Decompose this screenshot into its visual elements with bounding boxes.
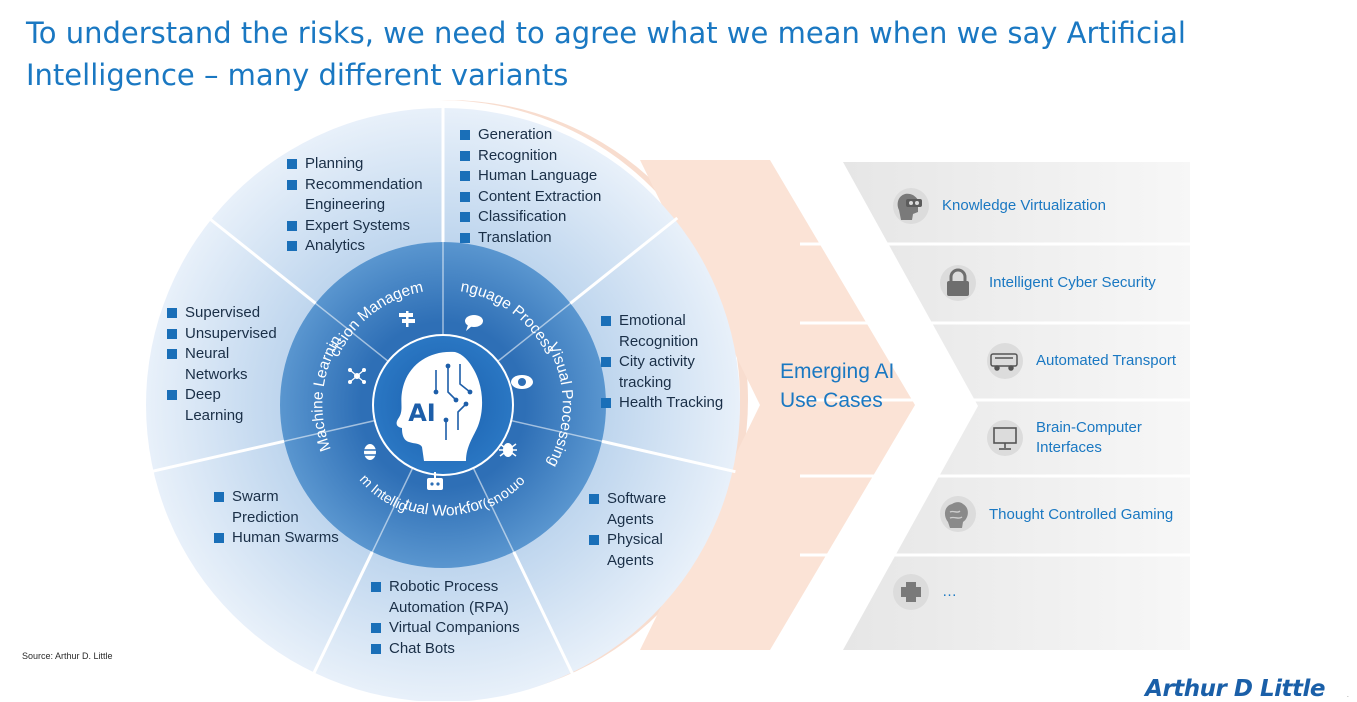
use-case-panel (843, 162, 1190, 650)
list-item: Virtual Companions (369, 618, 549, 639)
use-case-knowledge-virtualization: Knowledge Virtualization (942, 196, 1106, 216)
visual-items: Emotional Recognition City activity trac… (599, 311, 734, 414)
list-item: Classification (458, 207, 601, 228)
list-item: Human Swarms (212, 528, 362, 549)
use-case-label: Intelligent Cyber Security (989, 274, 1156, 291)
signpost-icon (399, 311, 415, 327)
eye-icon (511, 375, 533, 389)
use-case-thought-gaming: Thought Controlled Gaming (989, 505, 1173, 525)
list-item: Deep Learning (165, 385, 265, 426)
list-item: Unsupervised (165, 324, 295, 345)
robot-icon (427, 472, 443, 490)
list-item: Analytics (285, 236, 430, 257)
list-item: Generation (458, 125, 601, 146)
ai-head-icon (396, 351, 483, 461)
list-item: Translation (458, 228, 601, 249)
list-item: Supervised (165, 303, 295, 324)
use-case-label: Thought Controlled Gaming (989, 506, 1174, 523)
ml-items: Supervised Unsupervised Neural Networks … (165, 303, 295, 427)
use-case-label: Brain-Computer Interfaces (1036, 419, 1142, 456)
use-case-more: … (942, 582, 957, 602)
network-icon (348, 368, 366, 384)
source-note: Source: Arthur D. Little (22, 651, 113, 661)
language-items: Generation Recognition Human Language Co… (458, 125, 601, 249)
list-item: Planning (285, 154, 430, 175)
use-case-brain-computer: Brain-Computer Interfaces (1036, 418, 1166, 458)
use-case-label: Knowledge Virtualization (942, 197, 1106, 214)
list-item: Neural Networks (165, 344, 265, 385)
decision-items: Planning Recommendation Engineering Expe… (285, 154, 430, 257)
bus-icon (990, 353, 1018, 371)
brain-icon (944, 502, 968, 528)
use-case-cyber-security: Intelligent Cyber Security (989, 273, 1156, 293)
list-item: Content Extraction (458, 187, 601, 208)
workforce-items: Robotic Process Automation (RPA) Virtual… (369, 577, 549, 659)
use-case-automated-transport: Automated Transport (1036, 351, 1176, 371)
use-case-icons (893, 188, 1023, 610)
center-label: AI (408, 399, 436, 427)
monitor-icon (993, 427, 1017, 450)
list-item: Robotic Process Automation (RPA) (369, 577, 529, 618)
brand-logo: Arthur D Little (1145, 676, 1325, 702)
list-item: Swarm Prediction (212, 487, 312, 528)
list-item: Emotional Recognition (599, 311, 709, 352)
lock-icon (947, 268, 969, 296)
page-title: To understand the risks, we need to agre… (26, 16, 1186, 92)
list-item: Physical Agents (587, 530, 677, 571)
list-item: Expert Systems (285, 216, 430, 237)
list-item: Recommendation Engineering (285, 175, 430, 216)
bug-icon (499, 443, 517, 457)
speech-bubble-icon (465, 315, 483, 331)
use-case-label: … (942, 583, 957, 600)
vr-headset-icon (897, 193, 922, 220)
list-item: Recognition (458, 146, 601, 167)
list-item: Software Agents (587, 489, 677, 530)
plus-icon (901, 582, 921, 602)
list-item: Human Language (458, 166, 601, 187)
page-dot: . (1346, 690, 1349, 699)
agents-items: Software Agents Physical Agents (587, 489, 687, 571)
list-item: City activity tracking (599, 352, 709, 393)
list-item: Chat Bots (369, 639, 549, 660)
bee-icon (364, 444, 376, 460)
swarm-items: Swarm Prediction Human Swarms (212, 487, 362, 549)
use-case-label: Automated Transport (1036, 352, 1177, 369)
emerging-use-cases-label: Emerging AI Use Cases (780, 360, 895, 412)
list-item: Health Tracking (599, 393, 734, 414)
